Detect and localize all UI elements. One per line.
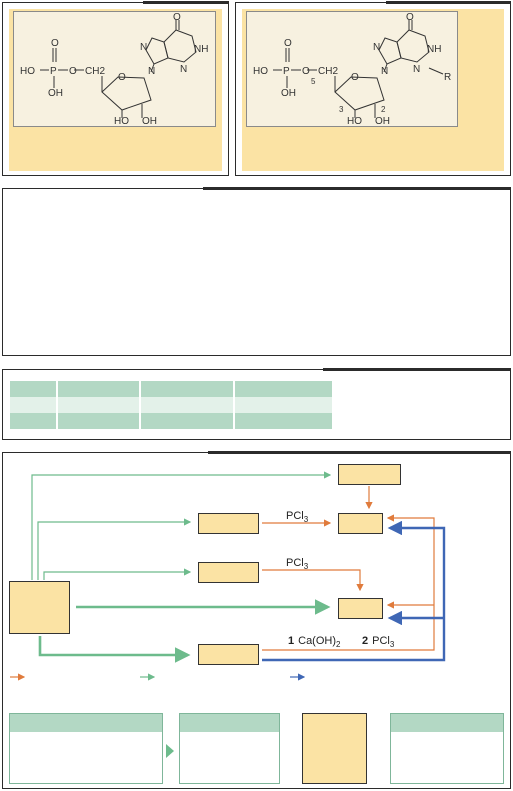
table-cell [140,397,235,413]
table-cell [234,381,334,397]
table-cell [57,413,141,429]
table-cell [10,381,58,397]
label-nh: NH [427,44,441,55]
label-o-ring: O [118,72,126,83]
label-oh: OH [281,88,296,99]
label-o-ring: O [351,72,359,83]
table-cell [10,413,58,429]
table-header-row [10,381,334,397]
product-box-3 [338,598,383,619]
label-o-carbonyl: O [173,12,181,23]
label-n2: N [148,66,155,77]
label-c3: 3 [339,105,344,114]
legend-flow-arrow-icon [166,744,174,758]
panel-tab [323,368,511,371]
reagent-pcl3-b: PCl3 [286,557,309,571]
label-n1: N [140,42,147,53]
nucleotide-structure-right: HO P O O CH2 OH 5 O N N NH N O R 3 2 HO … [253,12,451,127]
label-ho-ring: HO [347,116,362,126]
label-ch2: CH2 [318,66,338,77]
intermediate-box-2 [198,562,259,583]
label-nh: NH [194,44,208,55]
table-cell [57,381,141,397]
label-r: R [444,72,451,83]
label-oh-ring: OH [142,116,157,126]
label-ho: HO [20,66,35,77]
panel-tab [386,1,511,4]
table-cell [10,397,58,413]
legend-card-header [391,714,503,732]
product-box-2 [338,513,383,534]
table-cell [57,397,141,413]
table-cell [140,413,235,429]
label-c2: 2 [381,105,386,114]
nucleotide-structure-left: HO P O O CH2 OH O N N NH N O HO OH [20,12,208,127]
product-box-top [338,464,401,485]
label-o-link: O [302,66,310,77]
structure-image-left: HO P O O CH2 OH O N N NH N O HO OH [13,11,216,127]
label-o-top: O [51,38,59,49]
label-p: P [50,66,57,77]
label-p: P [283,66,290,77]
orange-line-return [262,514,435,651]
legend-card-2 [179,713,280,784]
blue-arrow-loop [262,520,446,662]
blank-text-panel [2,187,511,356]
green-arrow-3 [43,568,192,580]
panel-tab [203,187,511,190]
legend-key-box [302,713,367,784]
table-cell [234,397,334,413]
legend-card-header [180,714,279,732]
reagent-pcl3-a: PCl3 [286,510,309,524]
orange-arrow-pcl3-b [262,569,364,592]
label-n3: N [413,64,420,75]
structure-image-right: HO P O O CH2 OH 5 O N N NH N O R 3 2 HO … [246,11,458,127]
legend-card-3 [390,713,504,784]
label-o-carbonyl: O [406,12,414,23]
structure-panel-left: HO P O O CH2 OH O N N NH N O HO OH [2,1,229,176]
table-row [10,413,334,429]
source-box [9,581,70,634]
label-ho-ring: HO [114,116,129,126]
label-o-top: O [284,38,292,49]
panel-tab [208,451,511,454]
intermediate-box-1 [198,513,259,534]
intermediate-box-3 [198,644,259,665]
green-arrow-top [31,471,332,580]
green-arrow-2 [37,518,192,580]
data-table [10,381,334,429]
table-cell [140,381,235,397]
label-o-link: O [69,66,77,77]
label-n1: N [373,42,380,53]
label-c5: 5 [311,77,316,86]
label-n3: N [180,64,187,75]
legend-card-header [10,714,162,732]
green-arrow-bottom [38,636,191,663]
label-oh-ring: OH [375,116,390,126]
label-n2: N [381,66,388,77]
panel-tab [143,1,229,4]
label-ho: HO [253,66,268,77]
label-ch2: CH2 [85,66,105,77]
label-oh: OH [48,88,63,99]
table-cell [234,413,334,429]
structure-panel-right: HO P O O CH2 OH 5 O N N NH N O R 3 2 HO … [235,1,511,176]
legend-card-1 [9,713,163,784]
table-row [10,397,334,413]
